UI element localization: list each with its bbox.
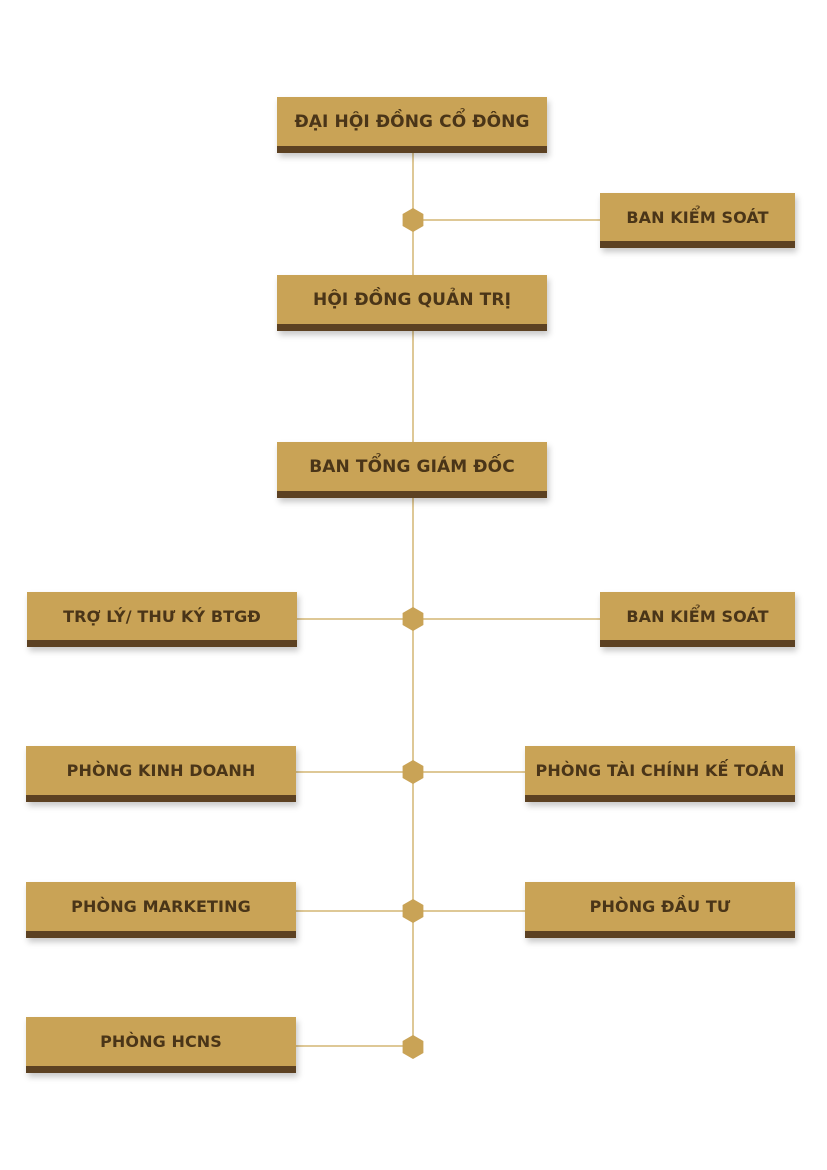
marketing-department-box: PHÒNG MARKETING	[26, 882, 296, 938]
hexagon-node-icon	[402, 1035, 424, 1059]
supervisory-board-label: BAN KIỂM SOÁT	[626, 207, 769, 227]
board-of-directors-label: HỘI ĐỒNG QUẢN TRỊ	[313, 289, 511, 310]
board-of-directors-box: HỘI ĐỒNG QUẢN TRỊ	[277, 275, 547, 331]
assistant-secretary-label: TRỢ LÝ/ THƯ KÝ BTGĐ	[63, 606, 261, 626]
control-board-box: BAN KIỂM SOÁT	[600, 592, 795, 647]
hr-admin-department-label: PHÒNG HCNS	[100, 1032, 222, 1051]
finance-department-box: PHÒNG TÀI CHÍNH KẾ TOÁN	[525, 746, 795, 802]
hr-admin-department-box: PHÒNG HCNS	[26, 1017, 296, 1073]
hexagon-node-icon	[402, 899, 424, 923]
hexagon-node-icon	[402, 607, 424, 631]
investment-department-label: PHÒNG ĐẦU TƯ	[589, 897, 731, 916]
supervisory-board-box: BAN KIỂM SOÁT	[600, 193, 795, 248]
shareholders-meeting-label: ĐẠI HỘI ĐỒNG CỔ ĐÔNG	[294, 111, 530, 132]
executive-board-box: BAN TỔNG GIÁM ĐỐC	[277, 442, 547, 498]
hexagon-node-icon	[402, 208, 424, 232]
marketing-department-label: PHÒNG MARKETING	[71, 897, 251, 916]
control-board-label: BAN KIỂM SOÁT	[626, 606, 769, 626]
shareholders-meeting-box: ĐẠI HỘI ĐỒNG CỔ ĐÔNG	[277, 97, 547, 153]
executive-board-label: BAN TỔNG GIÁM ĐỐC	[309, 456, 515, 477]
investment-department-box: PHÒNG ĐẦU TƯ	[525, 882, 795, 938]
sales-department-label: PHÒNG KINH DOANH	[66, 761, 256, 780]
hexagon-node-icon	[402, 760, 424, 784]
assistant-secretary-box: TRỢ LÝ/ THƯ KÝ BTGĐ	[27, 592, 297, 647]
finance-department-label: PHÒNG TÀI CHÍNH KẾ TOÁN	[535, 761, 785, 780]
sales-department-box: PHÒNG KINH DOANH	[26, 746, 296, 802]
